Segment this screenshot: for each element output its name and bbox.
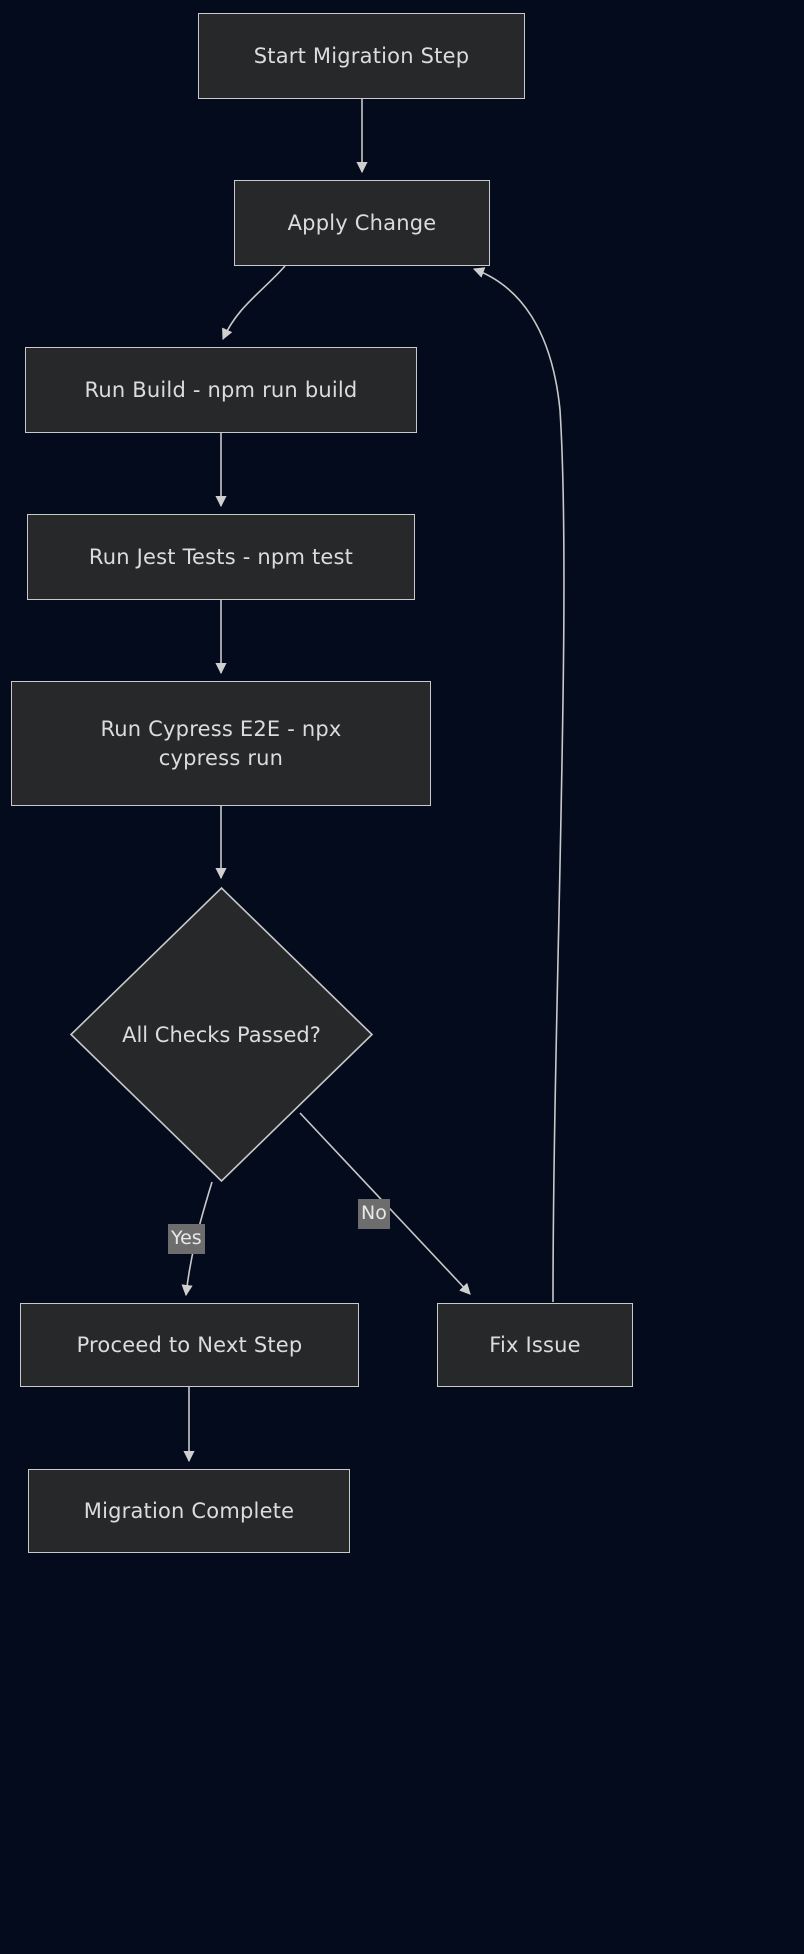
node-label: Run Jest Tests - npm test [88,544,354,569]
diamond-shape [69,886,374,1183]
node-label: Proceed to Next Step [76,1332,303,1357]
node-label: Run Build - npm run build [84,377,358,402]
node-apply-change[interactable]: Apply Change [234,180,490,266]
node-label: Start Migration Step [253,43,470,68]
node-label: Apply Change [287,210,437,235]
node-all-checks-passed[interactable]: All Checks Passed? [69,886,374,1183]
node-label: Fix Issue [489,1332,581,1357]
node-proceed-to-next-step[interactable]: Proceed to Next Step [20,1303,359,1387]
node-run-cypress-e2e[interactable]: Run Cypress E2E - npx cypress run [11,681,431,806]
edge-label-no: No [358,1199,390,1229]
edge-apply-to-build [222,265,286,341]
node-label: Run Cypress E2E - npx cypress run [100,717,342,770]
edge-fix-to-apply [472,267,565,1303]
node-start-migration-step[interactable]: Start Migration Step [198,13,525,99]
node-run-jest-tests[interactable]: Run Jest Tests - npm test [27,514,415,600]
node-label: Migration Complete [83,1498,295,1523]
node-migration-complete[interactable]: Migration Complete [28,1469,350,1553]
node-fix-issue[interactable]: Fix Issue [437,1303,633,1387]
node-run-build[interactable]: Run Build - npm run build [25,347,417,433]
edge-label-yes: Yes [168,1224,205,1254]
